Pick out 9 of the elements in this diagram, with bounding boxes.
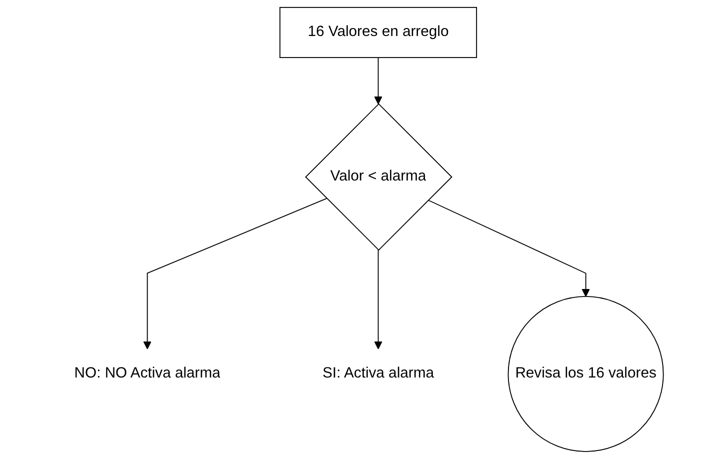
node-text: NO: NO Activa alarma xyxy=(74,366,220,382)
arrow xyxy=(143,198,328,350)
node-box: 16 Valores en arreglo xyxy=(280,6,478,58)
arrow xyxy=(428,200,590,297)
arrow xyxy=(374,57,382,104)
node-text: SI: Activa alarma xyxy=(322,366,434,382)
arrow xyxy=(374,250,382,350)
node-circle: Revisa los 16 valores xyxy=(508,296,664,452)
node-diamond: Valor < alarma xyxy=(305,103,452,251)
